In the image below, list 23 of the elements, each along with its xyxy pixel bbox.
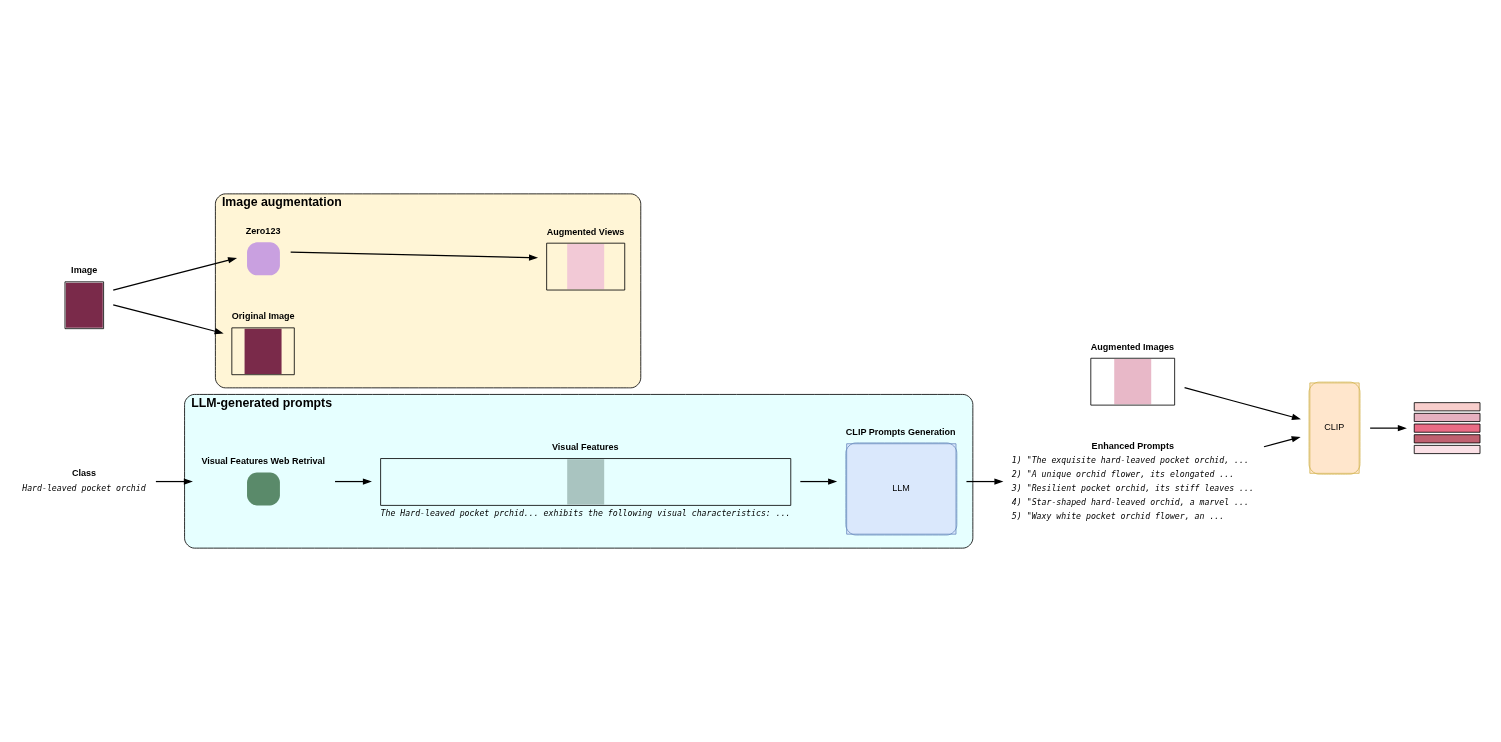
node-label: Original Image (231, 311, 295, 322)
node-text: Enhanced Prompts 1) "The exquisite hard-leaved pocket orchid, ... 2) "A unique orchid flower, its elongated ... 3) "Resilient pocket orchid, its stiff leaves ... 4) "Star-shaped hard-leaved orchid, a marvel ... 5) "Waxy white pocket orchid flower, an ... (1011, 440, 1254, 521)
arrow (334, 478, 372, 485)
arrow (965, 478, 1004, 485)
node-label: CLIP Prompts Generation (845, 426, 956, 437)
node-label: Zero123 (245, 225, 281, 236)
node-label: Visual Features (551, 442, 619, 453)
node-box (247, 472, 280, 506)
node-label: The Hard-leaved pocket prchid... exhibits the following visual characteristics: ... (380, 508, 791, 519)
arrow (1183, 387, 1301, 420)
node-label: Augmented Images (1090, 341, 1175, 352)
arrow (1369, 424, 1407, 432)
arrow (112, 257, 238, 291)
node-box (247, 242, 280, 276)
node-label: Visual Features Web Retrival (201, 456, 326, 467)
arrow (155, 478, 193, 485)
arrow (290, 251, 539, 261)
arrow (1263, 436, 1301, 448)
arrow (112, 304, 224, 335)
arrow (799, 478, 838, 485)
node-label: Image (71, 265, 98, 276)
node-label: Augmented Views (546, 226, 625, 237)
node-text: Class Hard-leaved pocket orchid (22, 468, 146, 493)
